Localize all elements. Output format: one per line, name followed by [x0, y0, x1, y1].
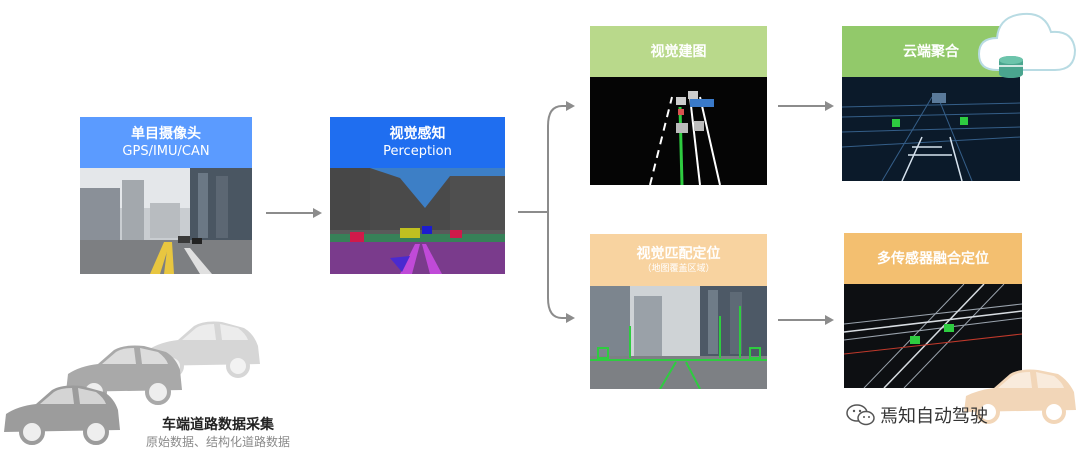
street-photo	[80, 168, 252, 274]
cloud-node-title: 云端聚合	[903, 43, 959, 60]
arrow-localization-to-fusion	[778, 315, 834, 325]
mapping-image	[590, 77, 767, 185]
localization-node-header: 视觉匹配定位 （地图覆盖区域）	[590, 234, 767, 286]
fusion-image	[844, 284, 1022, 388]
arrow-camera-to-perception	[266, 208, 322, 218]
watermark-text: 焉知自动驾驶	[880, 406, 988, 427]
fusion-node-header: 多传感器融合定位	[844, 233, 1022, 284]
database-icon	[999, 56, 1023, 78]
arrow-mapping-to-cloud	[778, 101, 834, 111]
perception-node-title: 视觉感知	[389, 126, 446, 142]
mapping-node-header: 视觉建图	[590, 26, 767, 77]
orange-car-icon	[964, 369, 1076, 424]
perception-node-subtitle: Perception	[383, 144, 452, 159]
localization-node-title: 视觉匹配定位	[636, 246, 721, 262]
perception-node-header: 视觉感知 Perception	[330, 117, 505, 168]
cloud-aggregation-image	[842, 77, 1020, 181]
localization-node-subtitle: （地图覆盖区域）	[642, 264, 715, 274]
camera-node-header: 单目摄像头 GPS/IMU/CAN	[80, 117, 252, 168]
camera-node-title: 单目摄像头	[131, 126, 201, 142]
fusion-node-title: 多传感器融合定位	[877, 250, 989, 267]
grey-cars-icon	[4, 321, 260, 445]
caption-subtitle: 原始数据、结构化道路数据	[146, 435, 291, 449]
segmentation-image	[330, 168, 505, 274]
cloud-icon	[977, 12, 1077, 78]
camera-node-subtitle: GPS/IMU/CAN	[122, 144, 210, 159]
mapping-node-title: 视觉建图	[650, 43, 707, 60]
wechat-icon	[846, 404, 875, 426]
caption-title: 车端道路数据采集	[162, 417, 274, 433]
localization-image	[590, 286, 767, 389]
branch-arrows	[518, 101, 575, 323]
